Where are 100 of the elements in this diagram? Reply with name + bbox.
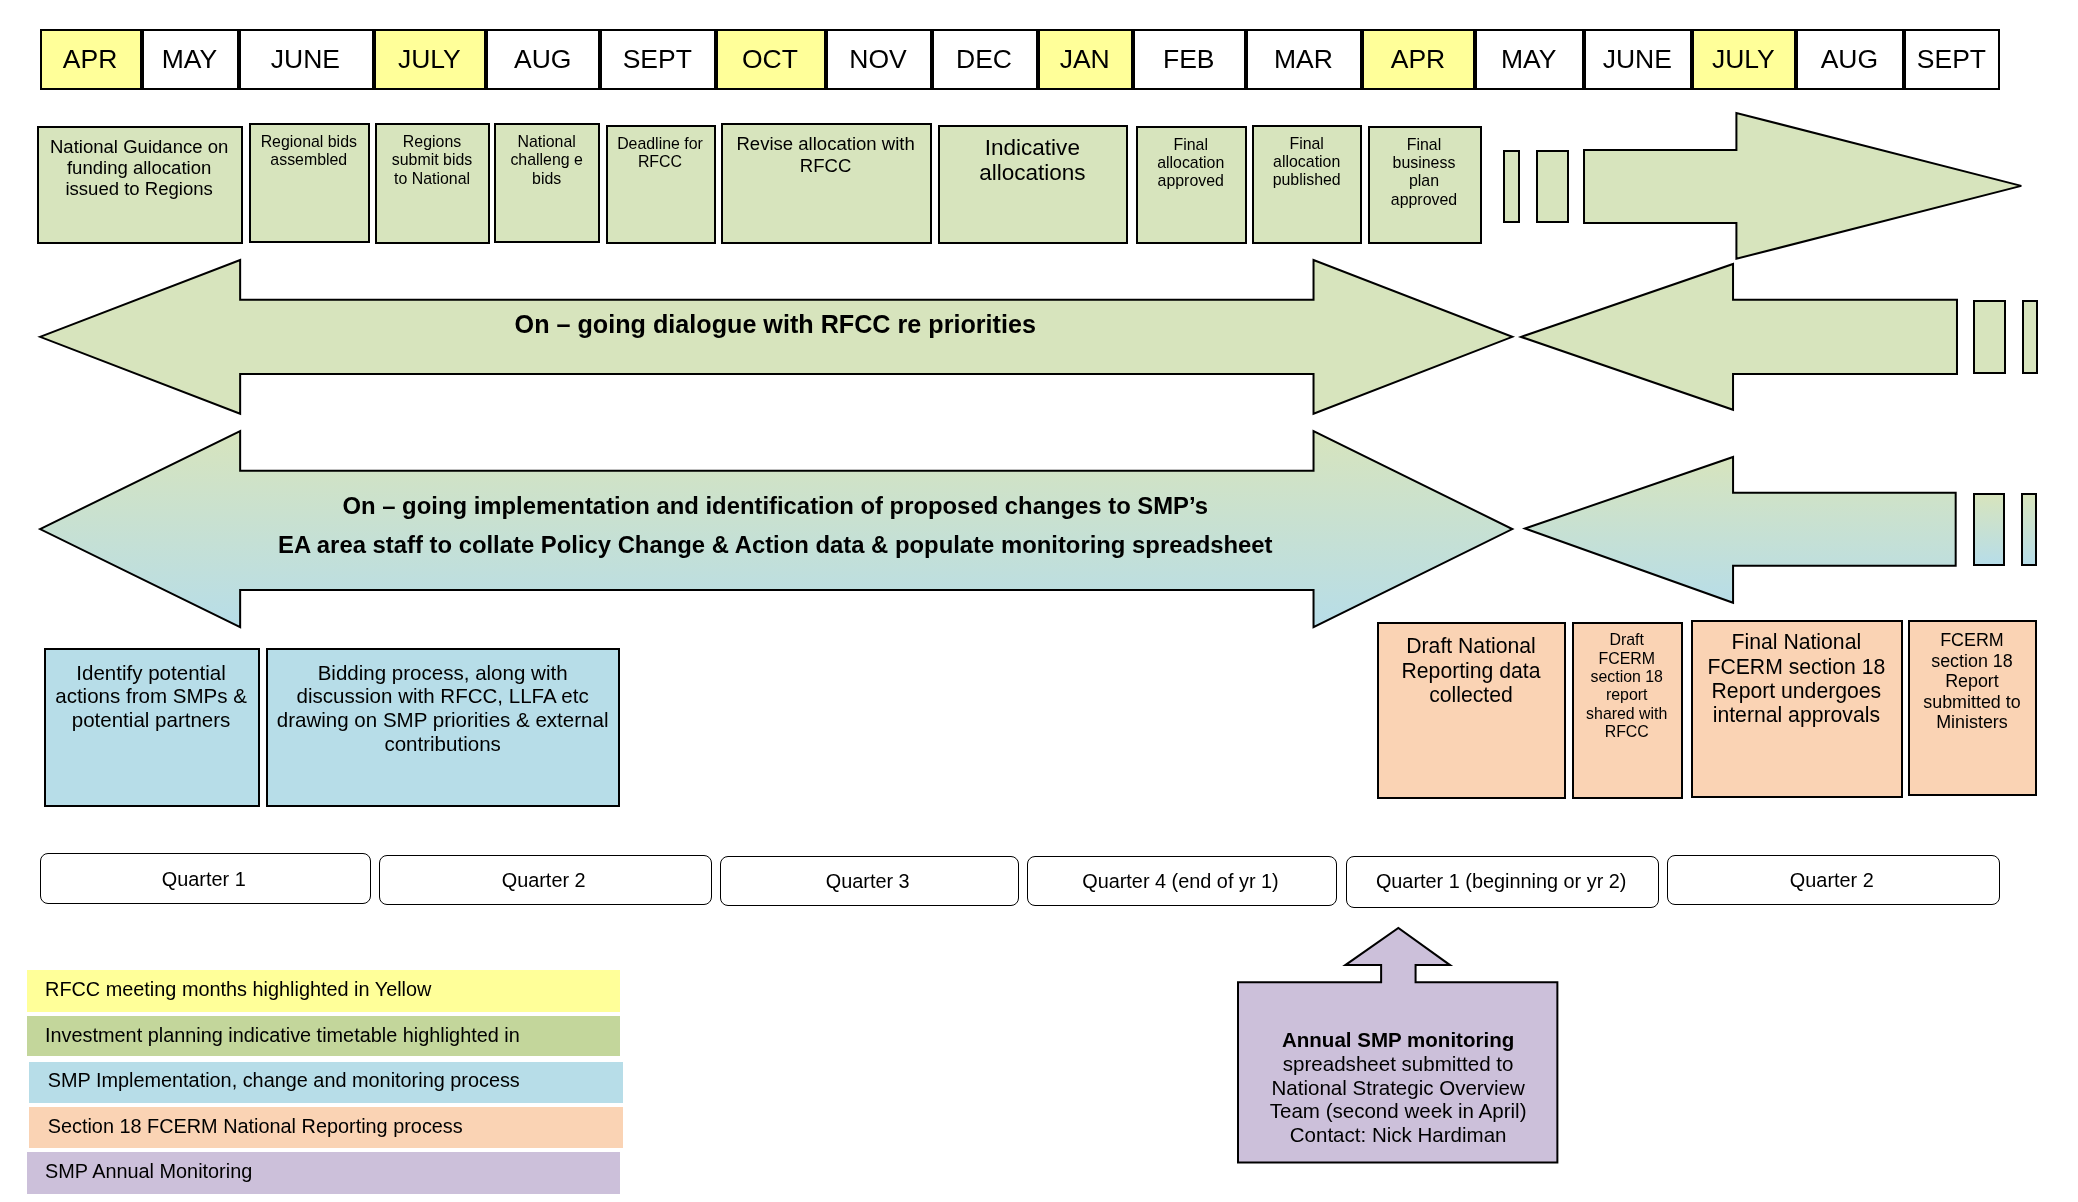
month-header xyxy=(238,29,374,91)
task-box xyxy=(375,123,491,244)
quarter-box xyxy=(39,853,372,904)
small-box xyxy=(2021,493,2037,566)
task-box xyxy=(720,123,932,244)
month-label: SEPT xyxy=(1915,44,1988,75)
month-header xyxy=(715,29,826,91)
month-header xyxy=(1133,29,1246,91)
task-text: National challeng e bids xyxy=(509,133,584,188)
timeline-band xyxy=(1521,263,1958,410)
task-text: Revise allocation with RFCC xyxy=(735,133,916,176)
report-box xyxy=(1571,621,1684,800)
month-label: MAY xyxy=(1499,44,1558,75)
task-text: National Guidance on funding allocation issued to Regions xyxy=(48,135,230,200)
task-text: Regional bids assembled xyxy=(259,133,358,170)
quarter-label: Quarter 2 xyxy=(1788,869,1875,892)
month-header xyxy=(825,29,932,91)
month-label: JULY xyxy=(396,44,462,75)
month-label: JUNE xyxy=(1601,44,1673,75)
month-header xyxy=(1245,29,1363,91)
legend-text: Investment planning indicative timetable highlighted in xyxy=(45,1024,520,1048)
month-header xyxy=(1904,29,2000,91)
report-text: Draft FCERM section 18 report shared with RFCC xyxy=(1585,631,1669,742)
task-text: Indicative allocations xyxy=(978,134,1087,187)
month-header xyxy=(39,29,142,91)
task-text: Final business plan approved xyxy=(1389,135,1459,209)
task-text: Final allocation approved xyxy=(1156,135,1226,191)
report-box xyxy=(1691,620,1904,798)
task-box xyxy=(1252,124,1363,244)
task-text: Deadline for RFCC xyxy=(616,134,704,172)
month-label: AUG xyxy=(512,44,573,75)
quarter-box xyxy=(379,854,712,906)
month-header xyxy=(600,29,716,91)
task-box xyxy=(1135,125,1248,244)
month-label: SEPT xyxy=(621,44,693,75)
small-box xyxy=(2022,299,2039,374)
timeline-band xyxy=(1583,112,2021,259)
quarter-label: Quarter 3 xyxy=(824,870,911,894)
month-header xyxy=(486,29,601,91)
task-box xyxy=(249,123,370,243)
month-label: AUG xyxy=(1819,44,1880,75)
month-header xyxy=(373,29,487,91)
month-label: APR xyxy=(61,44,119,75)
month-header xyxy=(1583,29,1693,91)
month-label: JAN xyxy=(1058,44,1111,75)
month-header xyxy=(1475,29,1584,91)
band-label: On – going implementation and identification of proposed changes to SMP’s xyxy=(341,491,1209,520)
small-box xyxy=(1502,149,1521,223)
timeline-band xyxy=(39,430,1513,627)
small-box xyxy=(1535,149,1570,223)
month-label: MAY xyxy=(160,44,219,75)
process-box xyxy=(43,648,260,808)
legend-text: RFCC meeting months highlighted in Yellow xyxy=(45,978,432,1001)
process-box xyxy=(266,648,621,808)
month-header xyxy=(931,29,1038,91)
band-label: EA area staff to collate Policy Change & Action data & populate monitoring spreadsheet xyxy=(277,531,1274,559)
month-header xyxy=(1037,29,1134,91)
month-header xyxy=(141,29,239,91)
month-label: MAR xyxy=(1272,44,1334,75)
task-box xyxy=(494,123,601,243)
month-label: JULY xyxy=(1710,44,1776,75)
month-label: FEB xyxy=(1161,44,1216,75)
report-box xyxy=(1908,620,2037,797)
small-box xyxy=(1973,493,2006,566)
callout-text: Annual SMP monitoring spreadsheet submitted to National Strategic Overview Team (second week in April) Contact: Nick Hardiman xyxy=(1268,1028,1528,1147)
quarter-box xyxy=(1667,854,2000,906)
task-text: Regions submit bids to National xyxy=(390,133,474,188)
quarter-label: Quarter 1 xyxy=(160,867,247,891)
month-label: NOV xyxy=(848,44,908,75)
report-text: Draft National Reporting data collected xyxy=(1400,634,1542,708)
task-box xyxy=(37,125,243,244)
quarter-box xyxy=(1027,856,1338,907)
quarter-label: Quarter 2 xyxy=(500,869,587,892)
month-label: JUNE xyxy=(269,44,342,75)
quarter-label: Quarter 1 (beginning or yr 2) xyxy=(1374,870,1628,894)
legend-text: Section 18 FCERM National Reporting process xyxy=(47,1114,463,1138)
month-header xyxy=(1795,29,1905,91)
callout-box xyxy=(1237,927,1558,1163)
report-text: Final National FCERM section 18 Report undergoes internal approvals xyxy=(1706,630,1887,728)
timeline-band xyxy=(39,259,1513,414)
task-text: Final allocation published xyxy=(1271,134,1342,190)
timeline-band xyxy=(1525,457,1957,603)
quarter-box xyxy=(1346,856,1660,908)
legend-text: SMP Annual Monitoring xyxy=(45,1159,253,1183)
legend-text: SMP Implementation, change and monitoring process xyxy=(47,1069,520,1093)
task-box xyxy=(605,124,716,244)
quarter-label: Quarter 4 (end of yr 1) xyxy=(1081,870,1280,894)
month-header xyxy=(1362,29,1475,91)
month-header xyxy=(1692,29,1796,91)
month-label: APR xyxy=(1389,44,1447,75)
quarter-box xyxy=(719,856,1020,907)
report-box xyxy=(1376,621,1567,800)
month-label: OCT xyxy=(741,44,799,75)
band-label: On – going dialogue with RFCC re priorities xyxy=(513,310,1037,340)
task-box xyxy=(938,124,1128,244)
month-label: DEC xyxy=(955,44,1013,75)
report-text: FCERM section 18 Report submitted to Ministers xyxy=(1922,630,2022,733)
small-box xyxy=(1973,299,2007,374)
process-text: Bidding process, along with discussion with RFCC, LLFA etc drawing on SMP priorities & external contributions xyxy=(276,660,609,756)
process-text: Identify potential actions from SMPs & potential partners xyxy=(54,660,248,732)
